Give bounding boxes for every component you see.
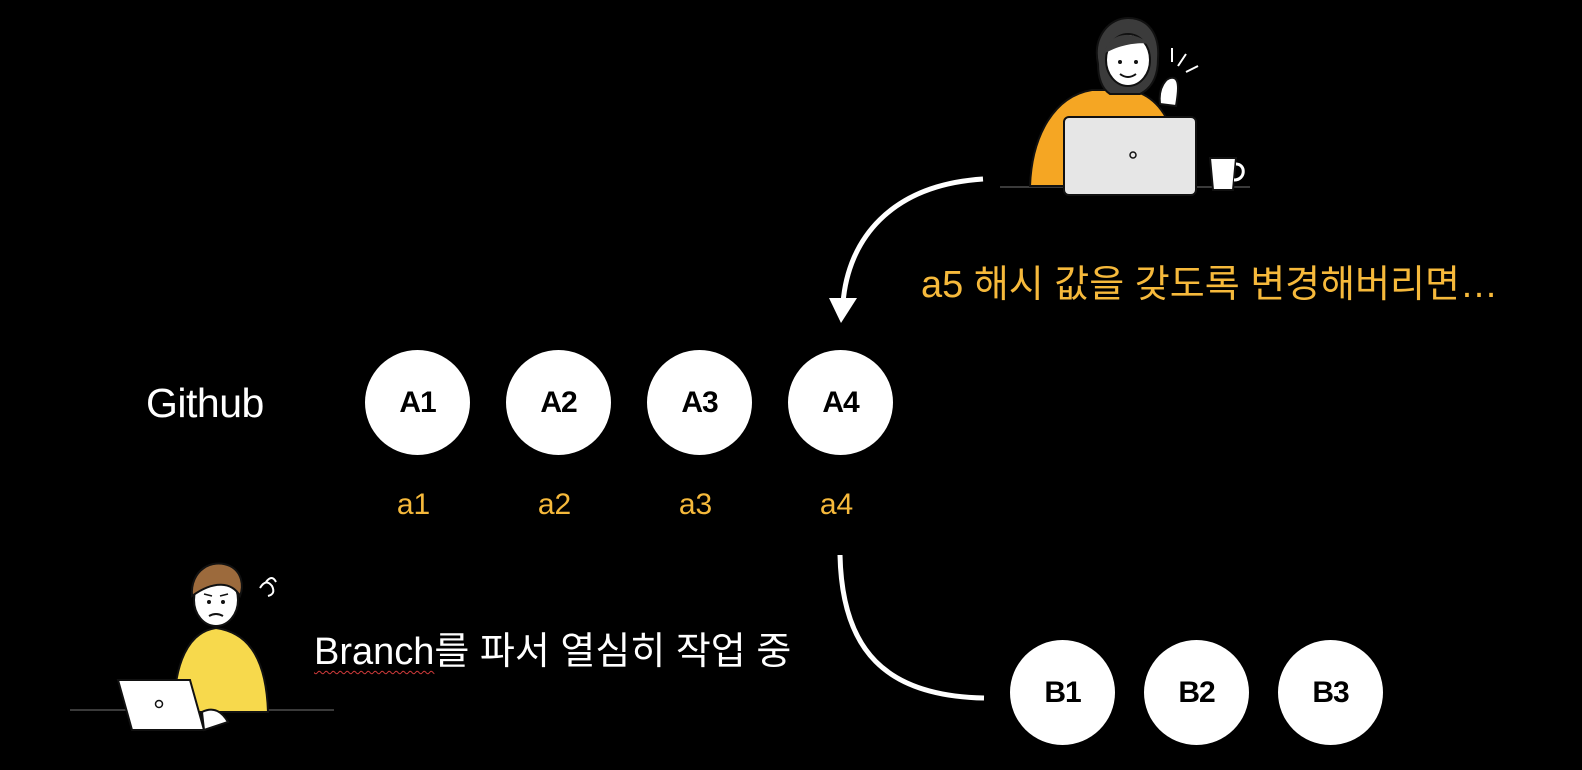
commit-node-a1: A1 — [365, 350, 470, 455]
commit-hash-a2: a2 — [537, 488, 572, 521]
commit-hash-a4: a4 — [819, 488, 854, 521]
commit-hash-a3: a3 — [678, 488, 713, 521]
branch-node-b1: B1 — [1010, 640, 1115, 745]
branch-connector — [837, 554, 985, 701]
rewrite-arrow — [840, 176, 984, 304]
branch-node-b2: B2 — [1144, 640, 1249, 745]
rewrite-arrowhead — [829, 298, 857, 323]
branch-node-b3: B3 — [1278, 640, 1383, 745]
rewrite-caption: a5 해시 값을 갖도록 변경해버리면… — [921, 264, 1498, 306]
person-with-laptop-icon — [1000, 16, 1250, 196]
worried-person-icon — [70, 562, 334, 732]
commit-node-a3: A3 — [647, 350, 752, 455]
commit-node-a2: A2 — [506, 350, 611, 455]
branch-caption: Branch를 파서 열심히 작업 중 — [314, 620, 791, 675]
branch-caption-word: Branch — [314, 631, 435, 673]
commit-node-a4: A4 — [788, 350, 893, 455]
repository-label: Github — [146, 380, 264, 426]
commit-hash-a1: a1 — [396, 488, 431, 521]
branch-caption-rest: 를 파서 열심히 작업 중 — [434, 631, 792, 673]
